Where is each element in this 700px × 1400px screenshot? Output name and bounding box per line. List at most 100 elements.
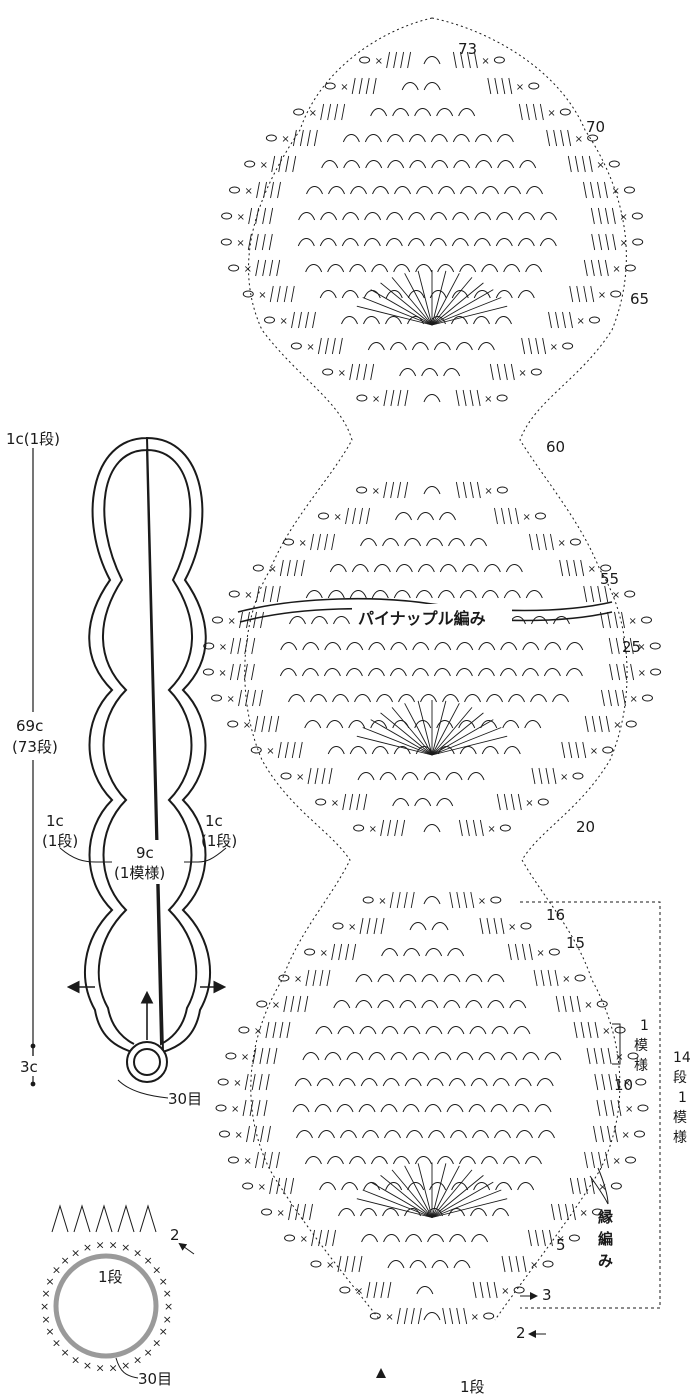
chain-stitch-mark (610, 290, 622, 298)
double-crochet-mark (622, 637, 627, 655)
double-crochet-mark (239, 611, 243, 629)
double-crochet-mark (302, 1203, 306, 1221)
double-crochet-mark (338, 943, 343, 961)
chain-loop-mark (362, 1130, 379, 1139)
double-crochet-mark (541, 1229, 546, 1247)
chain-loop-mark (395, 564, 413, 573)
double-crochet-mark (594, 1073, 599, 1091)
chain-loop-mark (373, 564, 391, 573)
double-crochet-mark (561, 741, 566, 759)
double-crochet-mark (521, 337, 526, 355)
chain-stitch-mark (227, 720, 239, 728)
double-crochet-mark (390, 481, 395, 499)
single-crochet-mark: × (254, 1026, 262, 1037)
chain-loop-mark (565, 668, 583, 677)
double-crochet-mark (604, 259, 609, 277)
chain-arch-mark (139, 1204, 157, 1233)
chain-loop-mark (517, 1182, 535, 1191)
double-crochet-mark (396, 891, 401, 909)
single-crochet-mark: × (613, 1156, 621, 1167)
chain-stitch-mark (650, 668, 662, 676)
chain-loop-mark (492, 1208, 509, 1217)
double-crochet-mark (351, 1255, 356, 1273)
double-crochet-mark (286, 1021, 291, 1039)
double-crochet-mark (616, 663, 621, 681)
chain-loop-mark (503, 746, 521, 755)
double-crochet-mark (567, 129, 572, 147)
single-crochet-mark: × (306, 342, 314, 353)
chain-stitch-mark (293, 108, 305, 116)
double-crochet-mark (594, 1021, 599, 1039)
chain-loop-mark (421, 1000, 439, 1009)
chain-loop-mark (360, 1078, 378, 1087)
chain-loop-mark (404, 1078, 422, 1087)
chain-loop-mark (516, 1130, 533, 1139)
double-crochet-mark (605, 715, 610, 733)
chain-loop-mark (518, 212, 536, 221)
chain-loop-mark (280, 642, 298, 651)
chain-stitch-mark (242, 1182, 254, 1190)
double-crochet-mark (581, 155, 586, 173)
chain-loop-mark (416, 186, 433, 195)
chain-loop-mark (443, 1000, 461, 1009)
chain-loop-mark (385, 290, 403, 299)
single-crochet-mark: × (481, 56, 489, 67)
double-crochet-mark (273, 1047, 278, 1065)
chain-stitch-mark (310, 1260, 322, 1268)
double-crochet-mark (555, 311, 559, 329)
single-crochet-mark: × (556, 1234, 564, 1245)
chain-loop-mark (459, 746, 477, 755)
double-crochet-mark (332, 1229, 337, 1247)
double-crochet-mark (258, 1073, 263, 1091)
chain-stitch-mark (256, 1000, 268, 1008)
chain-loop-mark (519, 160, 537, 169)
fan-stitch-mark (431, 1169, 473, 1218)
fan-stitch-mark (431, 703, 460, 756)
fan-stitch-mark (431, 277, 473, 326)
chain-loop-mark (305, 590, 323, 599)
chain-loop-mark (349, 590, 367, 599)
width-repeat-label: (1模様) (114, 864, 165, 882)
single-crochet-mark: × (243, 1156, 251, 1167)
double-crochet-mark (546, 129, 551, 147)
double-crochet-mark (583, 181, 587, 199)
double-crochet-mark (276, 1151, 280, 1169)
double-crochet-mark (321, 767, 326, 785)
chain-loop-mark (470, 1078, 488, 1087)
chain-loop-mark (474, 212, 492, 221)
chain-loop-mark (395, 512, 412, 521)
chain-loop-mark (438, 186, 455, 195)
single-crochet-mark: × (41, 1287, 50, 1300)
double-crochet-mark (351, 77, 356, 95)
double-crochet-mark (582, 741, 587, 759)
double-crochet-mark (598, 715, 603, 733)
double-crochet-mark (305, 311, 309, 329)
double-crochet-mark (449, 1307, 454, 1325)
double-crochet-mark (565, 1203, 569, 1221)
double-crochet-mark (593, 1047, 598, 1065)
chain-loop-mark (423, 486, 441, 495)
double-crochet-mark (476, 481, 481, 499)
chain-stitch-mark (608, 160, 620, 168)
chain-stitch-mark (624, 590, 636, 598)
chain-stitch-mark (211, 616, 223, 624)
double-crochet-mark (366, 917, 371, 935)
chain-loop-mark (367, 342, 385, 351)
double-crochet-mark (342, 793, 347, 811)
double-crochet-mark (363, 793, 368, 811)
double-crochet-mark (508, 1255, 513, 1273)
double-crochet-mark (569, 311, 573, 329)
double-crochet-mark (452, 51, 457, 69)
fan-stitch-mark (370, 1181, 433, 1218)
double-crochet-mark (312, 311, 316, 329)
chain-loop-mark (512, 1104, 530, 1113)
double-crochet-mark (356, 363, 361, 381)
chain-loop-mark (455, 668, 473, 677)
double-crochet-mark (243, 663, 248, 681)
double-crochet-mark (456, 891, 461, 909)
double-crochet-mark (598, 1151, 602, 1169)
chain-loop-mark (464, 694, 481, 703)
double-crochet-mark (266, 1047, 271, 1065)
chain-loop-mark (521, 668, 539, 677)
chain-loop-mark (401, 772, 419, 781)
